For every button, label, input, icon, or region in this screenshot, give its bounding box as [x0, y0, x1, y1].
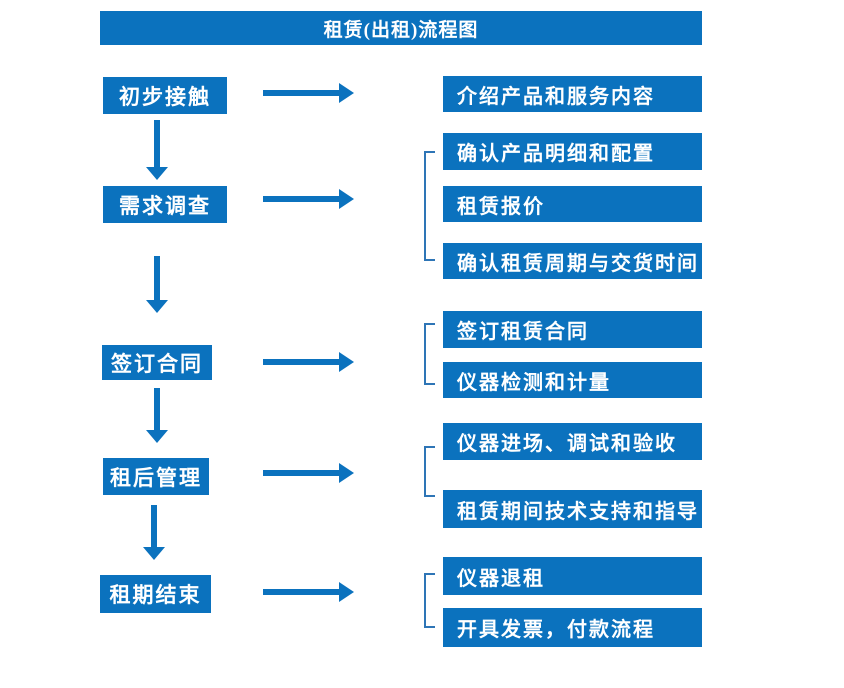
arrow-right-icon: [263, 463, 355, 483]
arrow-shaft: [263, 196, 339, 202]
arrow-shaft: [263, 470, 339, 476]
arrow-shaft: [154, 388, 160, 431]
arrow-right-icon: [263, 352, 355, 372]
arrow-down-icon: [146, 120, 168, 180]
arrow-head: [339, 463, 354, 483]
arrow-head: [146, 167, 168, 180]
diagram-title: 租赁(出租)流程图: [100, 11, 702, 45]
arrow-head: [146, 430, 168, 443]
detail-box: 开具发票，付款流程: [443, 608, 702, 647]
arrow-head: [339, 352, 354, 372]
detail-box: 签订租赁合同: [443, 311, 702, 348]
detail-box: 租赁期间技术支持和指导: [443, 490, 702, 528]
arrow-shaft: [154, 120, 160, 168]
arrow-right-icon: [263, 189, 355, 209]
detail-box: 仪器检测和计量: [443, 362, 702, 398]
group-bracket-icon: [424, 446, 435, 497]
step-box-rental-end: 租期结束: [100, 575, 211, 613]
arrow-shaft: [154, 256, 160, 301]
detail-box: 确认租赁周期与交货时间: [443, 243, 702, 279]
arrow-head: [339, 189, 354, 209]
step-box-initial-contact: 初步接触: [103, 77, 227, 114]
arrow-shaft: [263, 589, 339, 595]
arrow-right-icon: [263, 83, 355, 103]
step-box-post-rental-management: 租后管理: [103, 458, 209, 495]
arrow-shaft: [151, 505, 157, 548]
arrow-shaft: [263, 359, 339, 365]
detail-box: 仪器进场、调试和验收: [443, 423, 702, 460]
arrow-down-icon: [146, 256, 168, 313]
detail-box: 仪器退租: [443, 557, 702, 595]
detail-box: 介绍产品和服务内容: [443, 76, 702, 112]
group-bracket-icon: [424, 323, 435, 385]
group-bracket-icon: [424, 151, 435, 261]
step-box-demand-survey: 需求调查: [103, 186, 227, 223]
group-bracket-icon: [424, 573, 435, 628]
arrow-down-icon: [143, 505, 165, 560]
arrow-shaft: [263, 90, 339, 96]
detail-box: 确认产品明细和配置: [443, 133, 702, 170]
arrow-head: [143, 547, 165, 560]
arrow-head: [146, 300, 168, 313]
detail-box: 租赁报价: [443, 186, 702, 222]
arrow-head: [339, 83, 354, 103]
arrow-down-icon: [146, 388, 168, 443]
arrow-right-icon: [263, 582, 355, 602]
arrow-head: [339, 582, 354, 602]
step-box-sign-contract: 签订合同: [102, 345, 212, 380]
